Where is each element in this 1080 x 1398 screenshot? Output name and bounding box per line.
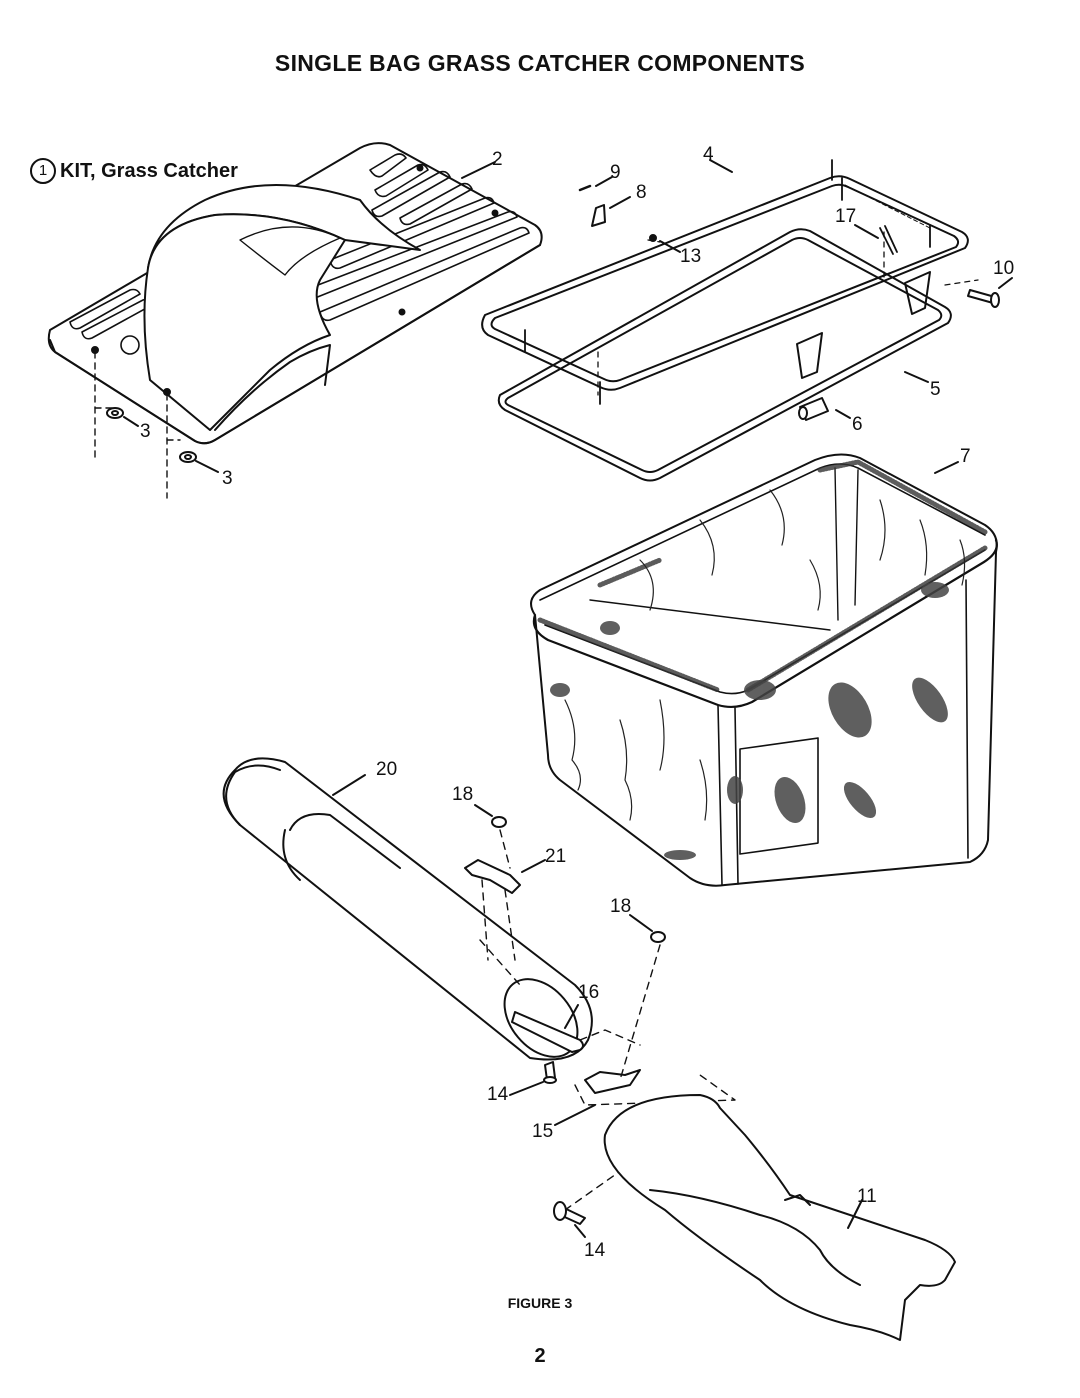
leader-7 [934,461,959,474]
part-9-screw [578,176,613,192]
part-7-grass-bag [530,453,998,887]
part-13-rivet [649,234,681,253]
callout-6: 6 [852,414,863,435]
callout-14-lower: 14 [584,1240,606,1261]
callout-3-lower: 3 [222,468,233,489]
figure-caption: FIGURE 3 [507,1295,573,1311]
part-17-cotter-pin [854,224,898,255]
callout-2: 2 [492,149,503,170]
callout-21: 21 [545,846,566,867]
callout-14-upper: 14 [487,1084,509,1105]
callout-3-upper: 3 [140,421,151,442]
part-21-clamp [464,859,546,894]
kit-number-circle: 1 [30,158,56,184]
leader-5 [904,371,929,383]
callout-7: 7 [960,446,971,467]
callout-5: 5 [930,379,941,400]
part-6-pin [798,397,851,421]
part-20-tube [222,757,593,1061]
callout-11: 11 [857,1186,877,1207]
part-8-clip [591,196,631,227]
page-title: SINGLE BAG GRASS CATCHER COMPONENTS [274,50,806,76]
part-14-bolt-upper [509,1061,557,1096]
callout-9: 9 [610,162,621,183]
leader-4 [709,159,733,173]
cover-centerlines [94,351,181,499]
part-3-nuts [106,407,219,473]
callout-18-upper: 18 [452,784,473,805]
part-10-clevis-pin [967,277,1013,308]
kit-name: KIT, Grass Catcher [60,159,238,182]
leader-11 [847,1199,863,1229]
part-15-clamp [554,1069,641,1126]
page-number: 2 [534,1345,546,1367]
callout-17: 17 [835,206,856,227]
kit-label: 1 KIT, Grass Catcher [30,158,238,184]
part-2-cover [47,142,543,445]
callout-15: 15 [532,1121,553,1142]
part-4-upper-frame [481,159,969,405]
callout-20: 20 [376,759,397,780]
leader-20 [332,774,366,796]
callout-16: 16 [578,982,599,1003]
callout-13: 13 [680,246,701,267]
part-5-lower-frame [497,228,952,482]
part-11-chute [603,1094,956,1341]
callout-8: 8 [636,182,647,203]
callout-4: 4 [703,144,714,165]
part-14-bolt-lower [553,1201,586,1238]
part-18-nuts [474,804,666,943]
callout-18-lower: 18 [610,896,631,917]
callout-10: 10 [993,258,1014,279]
leader-2 [461,161,496,179]
